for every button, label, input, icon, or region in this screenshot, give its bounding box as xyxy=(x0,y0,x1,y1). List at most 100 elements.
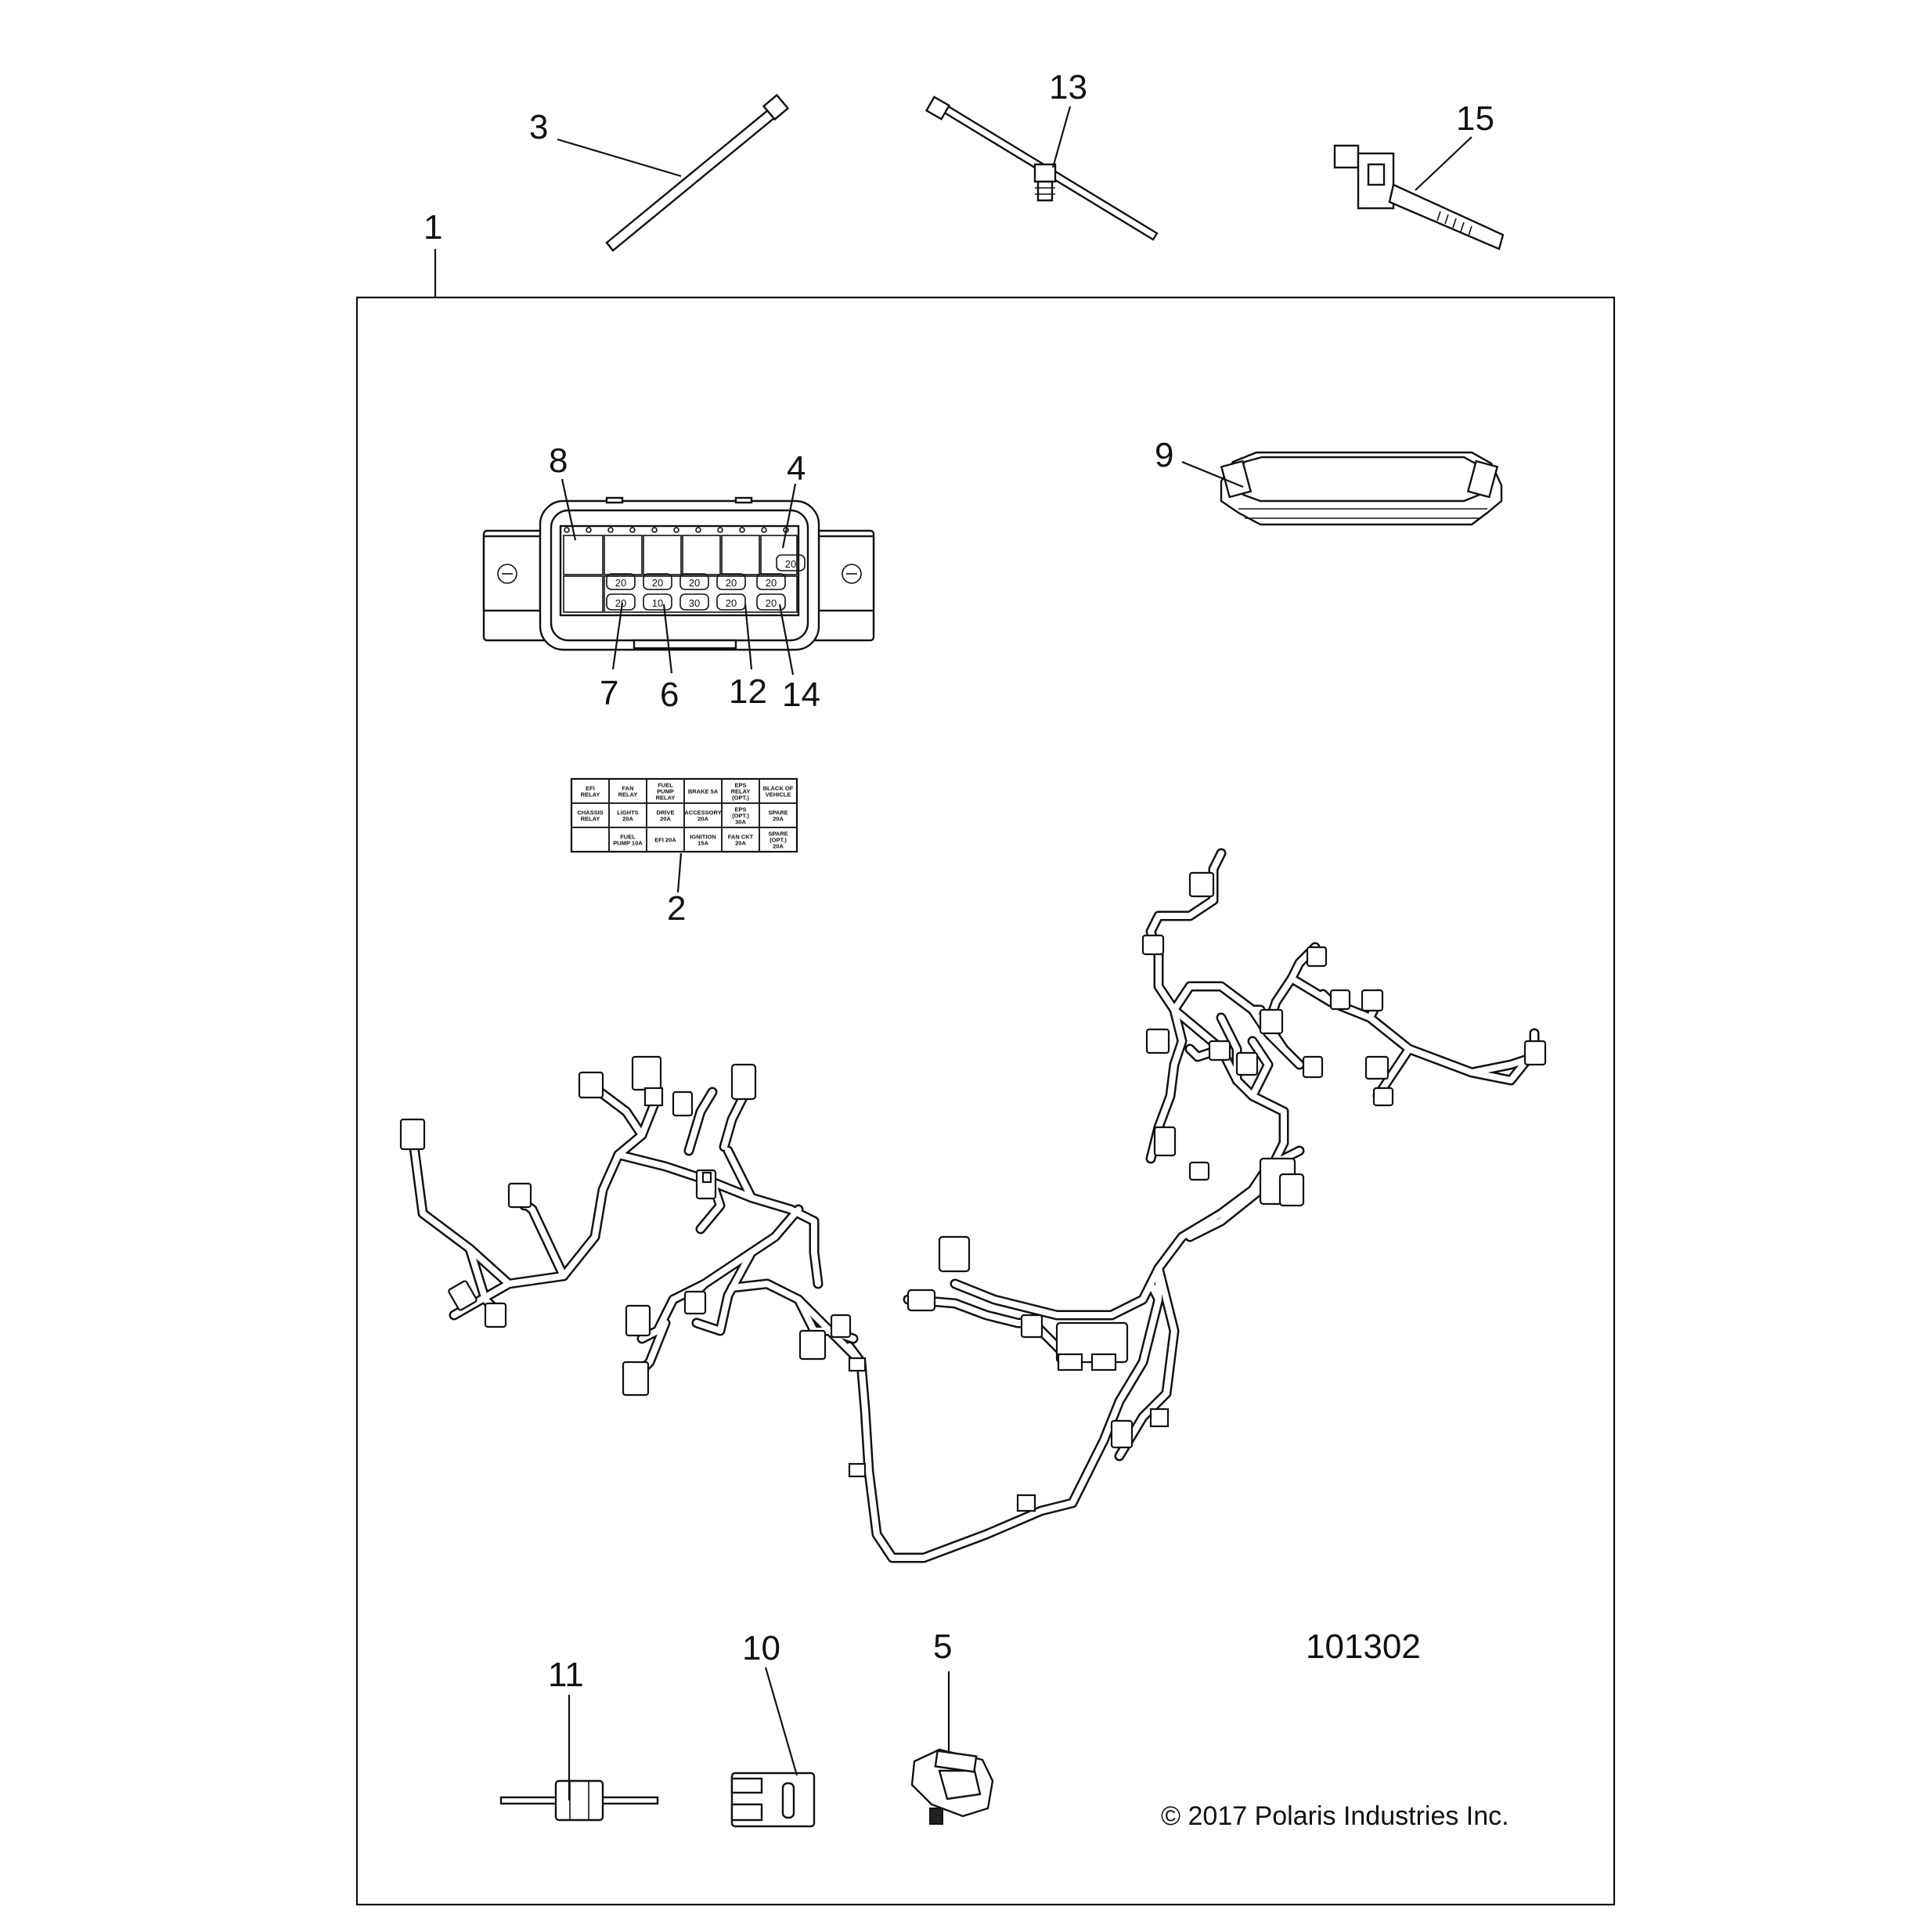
callout-9: 9 xyxy=(1155,436,1173,474)
fuse-value: 20 xyxy=(615,597,626,609)
callout-6: 6 xyxy=(660,676,679,714)
fuse-label-text: 20A xyxy=(773,843,784,850)
leader-12 xyxy=(744,604,753,670)
fuse-value: 20 xyxy=(689,577,700,589)
fuse-values: 20 20 20 20 20 20 10 30 20 20 20 xyxy=(606,554,806,611)
callout-7: 7 xyxy=(600,674,618,712)
fuse-label-text: RELAY xyxy=(656,795,676,802)
callout-10: 10 xyxy=(742,1629,780,1667)
leader-6 xyxy=(662,604,673,674)
fuse-label-text: PUMP 10A xyxy=(613,840,643,847)
leader-13 xyxy=(1051,106,1072,168)
callout-1: 1 xyxy=(424,208,442,247)
fuse-label-cell xyxy=(759,827,798,852)
blade-fuse-part xyxy=(730,1772,816,1828)
fuse-label-text: BRAKE 5A xyxy=(688,788,719,795)
fuse-label-text: FUEL xyxy=(620,834,636,841)
callout-13: 13 xyxy=(1049,68,1087,106)
fuse-value: 20 xyxy=(726,577,737,589)
fuse-label-text: RELAY xyxy=(731,788,751,795)
leader-10 xyxy=(764,1667,798,1776)
edge-clip-tie-part xyxy=(1333,144,1505,251)
fuse-label-text: RELAY xyxy=(581,816,600,823)
callout-14: 14 xyxy=(782,676,820,714)
fuse-slot xyxy=(776,554,806,571)
fuse-slot xyxy=(679,593,709,611)
fuse-label-text: 30A xyxy=(735,819,746,826)
fuse-label-text: 20A xyxy=(735,840,746,847)
cable-tie-part xyxy=(605,93,790,252)
fuse-slot xyxy=(716,573,746,590)
copyright: © 2017 Polaris Industries Inc. xyxy=(1161,1801,1509,1831)
connector-part xyxy=(910,1748,994,1825)
leader-15 xyxy=(1415,136,1472,191)
fuse-label-text: FAN xyxy=(622,785,634,792)
fuse-label-text: 20A xyxy=(660,816,671,823)
callout-15: 15 xyxy=(1456,99,1494,138)
push-mount-tie-part xyxy=(925,96,1159,241)
fuse-label-text: ACCESSORY xyxy=(684,809,721,816)
fuse-label-text: EPS xyxy=(734,782,746,789)
fuse-box xyxy=(482,496,875,651)
fuse-label-text: 20A xyxy=(622,816,633,823)
wire-harness xyxy=(399,848,1547,1563)
fuse-value: 20 xyxy=(652,577,663,589)
fuse-label-text: BLACK OF xyxy=(763,785,794,792)
leader-2 xyxy=(676,852,683,893)
fuse-label-text: (OPT.) xyxy=(732,795,749,802)
fuse-label-text: IGNITION xyxy=(690,834,715,841)
fuse-label-text: SPARE xyxy=(768,831,788,838)
fuse-slot xyxy=(643,593,672,611)
fuse-label-text: RELAY xyxy=(581,791,600,798)
fuse-label-cell xyxy=(571,827,610,852)
fuse-value: 20 xyxy=(766,597,777,609)
fuse-label-text: EPS xyxy=(734,806,746,813)
fuse-slot xyxy=(716,593,746,611)
leader-8 xyxy=(560,478,577,541)
fuse-box-cover xyxy=(1220,451,1503,526)
assembly-frame xyxy=(355,296,1616,1906)
fuse-label-text: VEHICLE xyxy=(766,791,791,798)
fuse-slot xyxy=(606,573,636,590)
callout-2: 2 xyxy=(667,889,686,928)
callout-11: 11 xyxy=(548,1656,584,1694)
fuse-label-text: CHASSIS xyxy=(577,809,603,816)
callout-12: 12 xyxy=(729,672,767,711)
fuse-label-text: EFI xyxy=(586,785,595,792)
leader-9 xyxy=(1181,460,1244,488)
fuse-value: 20 xyxy=(766,577,777,589)
fuse-label-text: FUEL xyxy=(658,782,673,789)
callout-3: 3 xyxy=(529,108,548,146)
fuse-label-text: SPARE xyxy=(768,809,788,816)
fuse-value: 10 xyxy=(652,597,663,609)
fuse-label-text: PUMP xyxy=(657,788,674,795)
fuse-slot xyxy=(756,593,786,611)
fuse-label-text: FAN CKT xyxy=(728,834,754,841)
leader-7 xyxy=(611,602,624,670)
leader-4 xyxy=(781,483,797,549)
fuse-slot xyxy=(679,573,709,590)
drawing-number: 101302 xyxy=(1306,1627,1421,1666)
callout-5: 5 xyxy=(933,1627,952,1666)
fuse-slot xyxy=(756,573,786,590)
leader-14 xyxy=(778,604,795,676)
fuse-label-text: 20A xyxy=(773,816,784,823)
callout-4: 4 xyxy=(787,449,806,488)
diode-part xyxy=(499,1779,659,1822)
fuse-label-text: DRIVE xyxy=(657,809,675,816)
fuse-label-text: RELAY xyxy=(618,791,638,798)
fuse-value: 30 xyxy=(689,597,700,609)
fuse-label-text: (OPT.) xyxy=(770,837,787,844)
fuse-value: 20 xyxy=(785,558,796,570)
fuse-label-text: 20A xyxy=(697,816,708,823)
fuse-slot xyxy=(643,573,672,590)
fuse-label-text: 15A xyxy=(697,840,708,847)
fuse-value: 20 xyxy=(726,597,737,609)
leader-3 xyxy=(557,138,682,178)
callout-8: 8 xyxy=(549,442,568,480)
fuse-label-text: EFI 20A xyxy=(654,837,676,844)
fuse-value: 20 xyxy=(615,577,626,589)
fuse-label-text: LIGHTS xyxy=(617,809,639,816)
